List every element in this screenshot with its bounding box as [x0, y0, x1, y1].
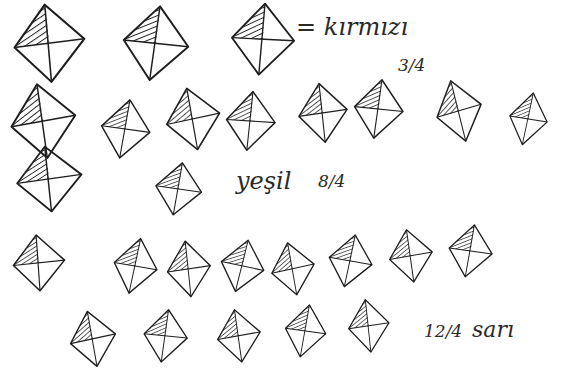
handwritten-note: 8/4 [318, 172, 345, 191]
handwritten-note: = kırmızı [296, 14, 408, 40]
handwritten-note: 12/4 [424, 322, 462, 341]
handwritten-note: sarı [472, 318, 514, 342]
handwritten-note: yeşil [236, 168, 291, 194]
handwritten-note: 3/4 [398, 56, 425, 75]
